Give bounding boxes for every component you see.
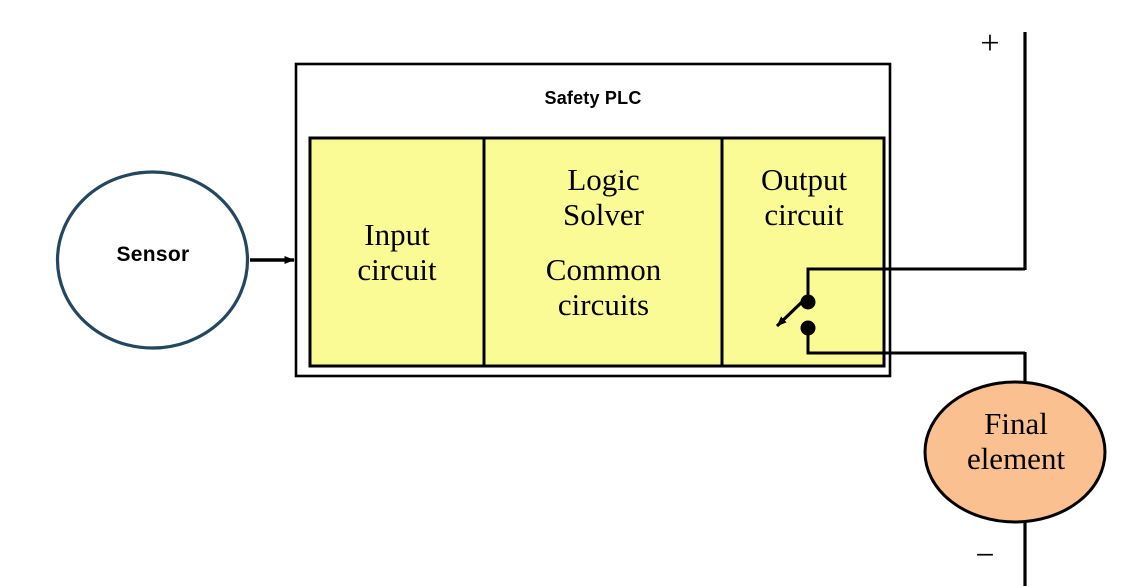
logic-solver-block[interactable] bbox=[482, 136, 724, 368]
input-circuit-block[interactable] bbox=[308, 136, 486, 368]
switch-contact-upper-dot bbox=[800, 294, 816, 310]
sensor-ellipse[interactable] bbox=[55, 170, 250, 350]
final-element-ellipse[interactable] bbox=[923, 380, 1107, 524]
switch-lower-wire bbox=[806, 332, 1025, 355]
switch-upper-wire bbox=[806, 267, 1025, 298]
switch-contact-lower-dot bbox=[800, 320, 816, 336]
switch-open-arrow bbox=[775, 298, 806, 328]
